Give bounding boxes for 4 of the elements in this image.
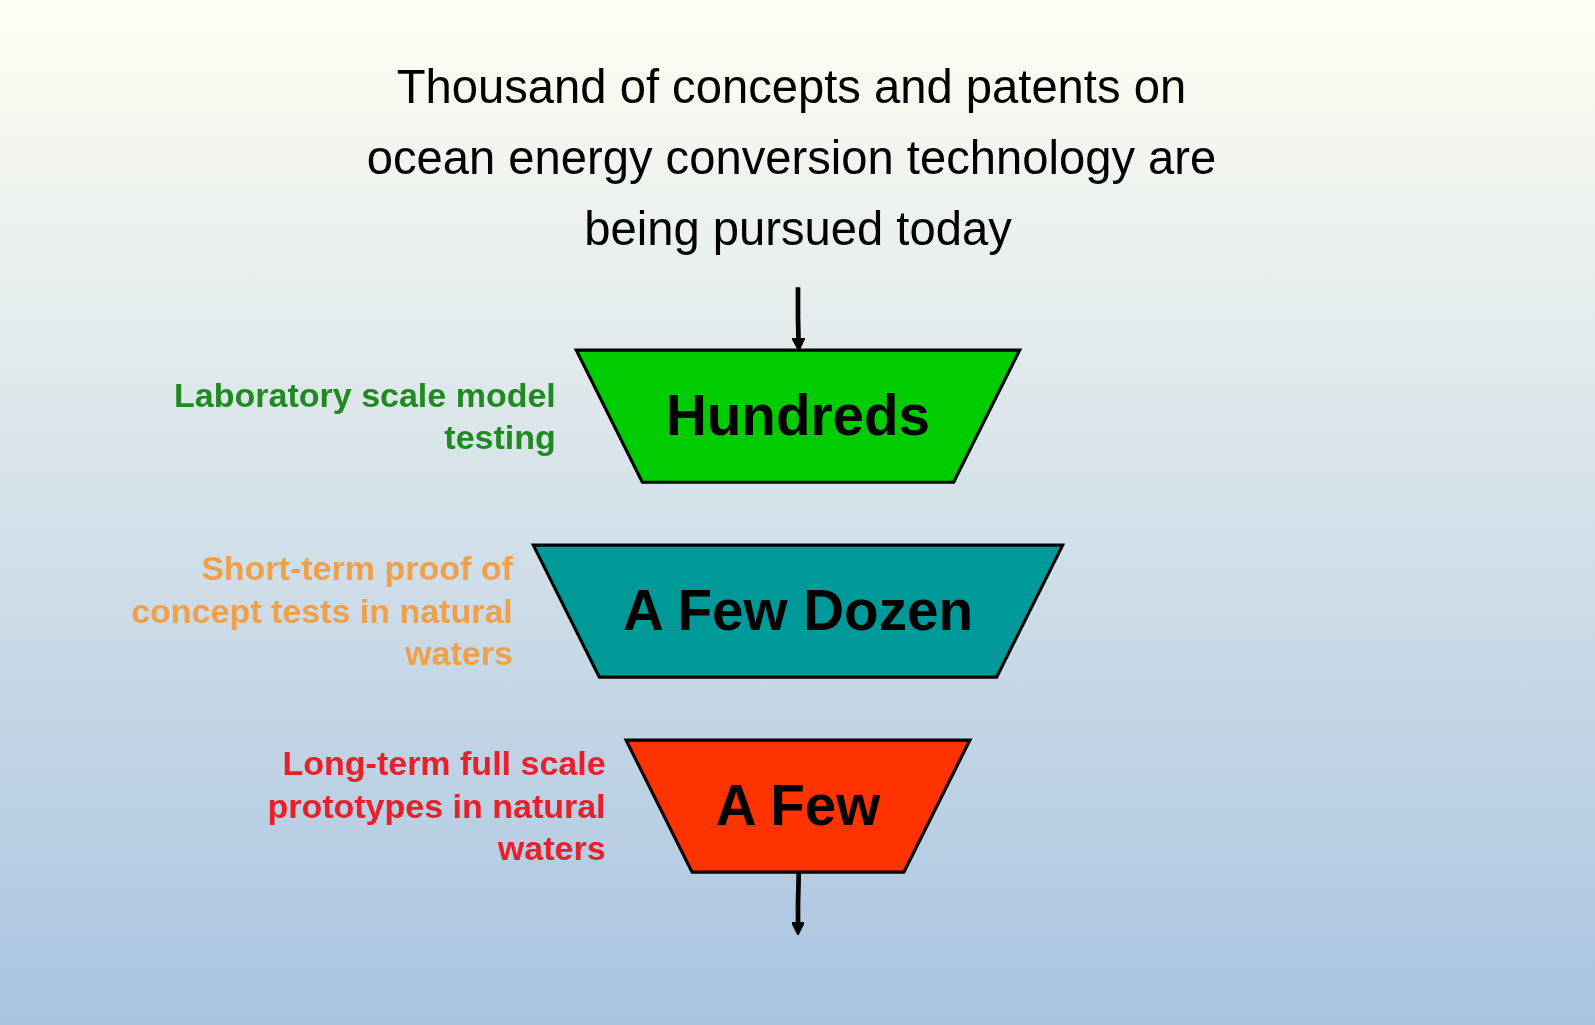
stage-label: Short-term proof of concept tests in natural waters xyxy=(130,548,513,675)
node-text: Thousand of concepts and patents on ocean energy conversion technology are being pursued today xyxy=(366,60,1216,255)
stage-label: Long-term full scale prototypes in natural waters xyxy=(266,743,606,870)
stage-label: Laboratory scale model testing xyxy=(173,374,556,459)
